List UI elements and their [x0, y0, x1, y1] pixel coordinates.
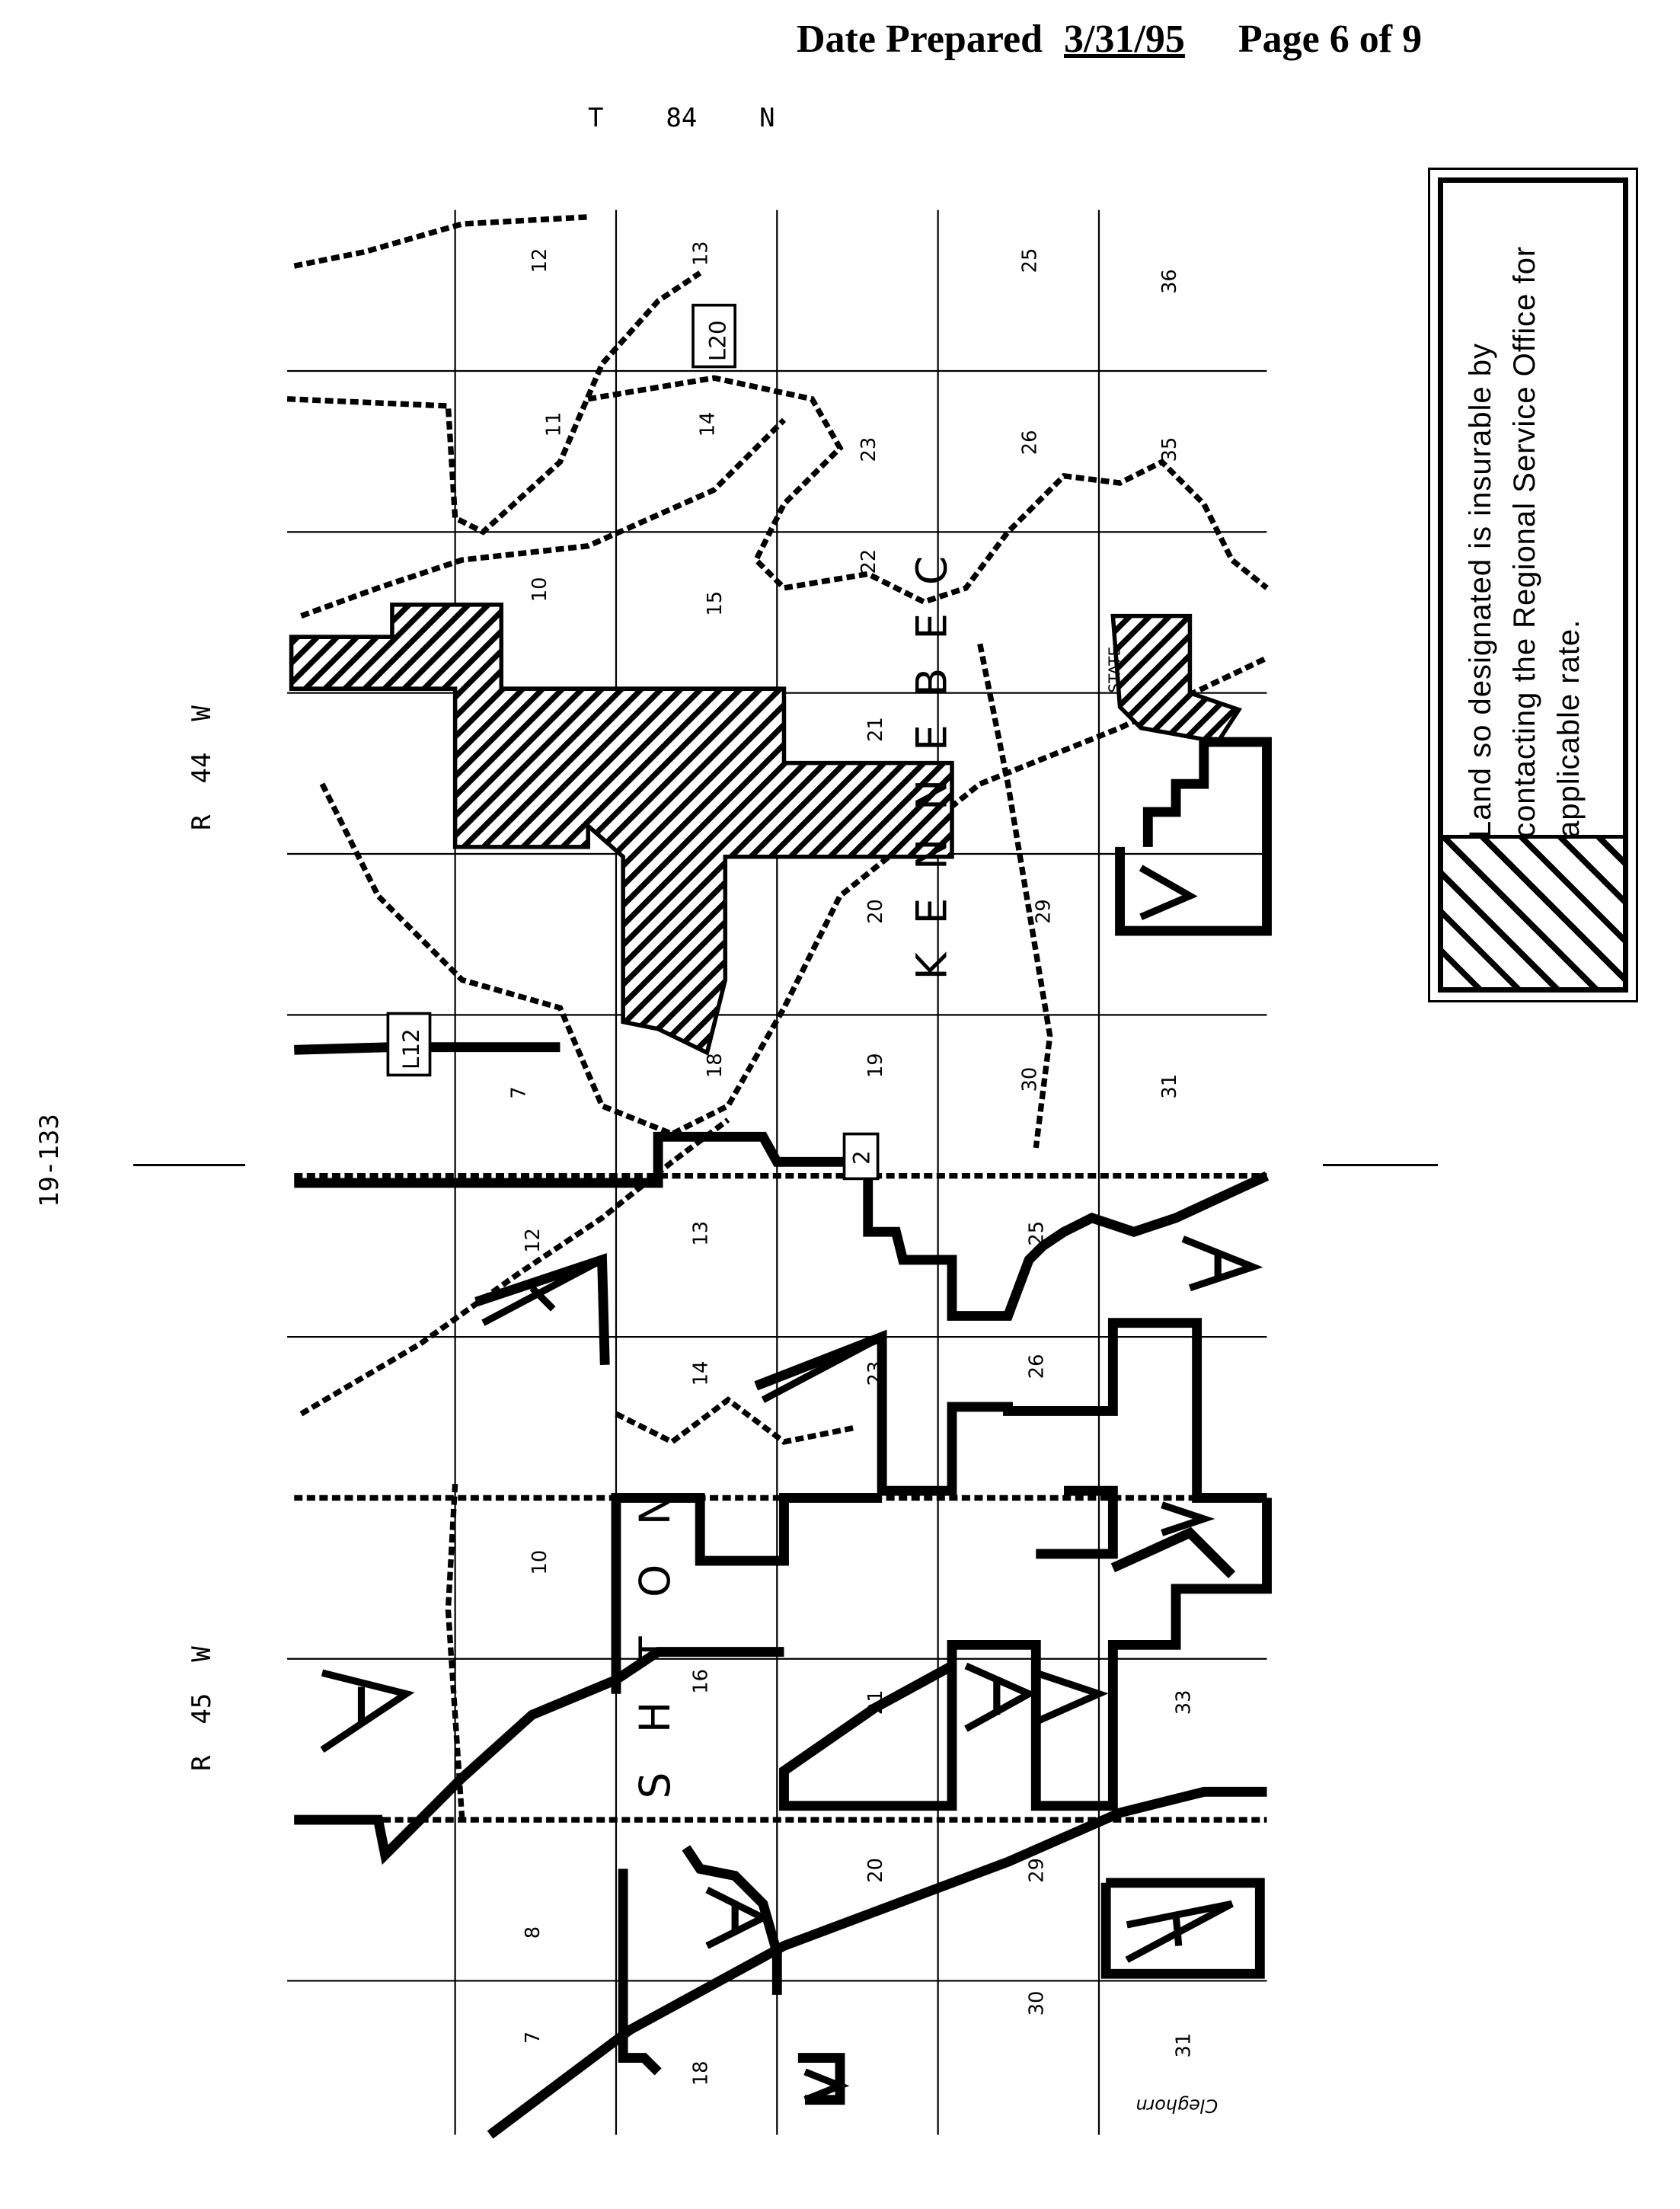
section-number: 13	[689, 1221, 712, 1246]
section-number: 8	[522, 1926, 545, 1939]
section-number: 35	[1158, 437, 1181, 462]
section-number: 29	[1033, 899, 1056, 924]
section-number: 21	[864, 1690, 887, 1715]
section-number: 7	[508, 1086, 531, 1098]
legend-hatch-swatch	[1443, 835, 1623, 987]
section-number: 20	[864, 1858, 887, 1883]
section-number: 36	[1158, 269, 1181, 294]
section-number: 13	[689, 241, 712, 266]
section-number: 16	[689, 1669, 712, 1694]
section-number: 19	[864, 1053, 887, 1078]
section-number: 23	[858, 437, 880, 462]
section-number: 12	[529, 248, 551, 273]
hatched-insurable-area	[289, 603, 1243, 1056]
place-label-state: STATE	[1106, 647, 1124, 693]
road-label-l12: L12	[398, 1028, 424, 1069]
section-number: 18	[704, 1053, 727, 1078]
zone-a-letters	[320, 865, 1263, 2103]
section-number: 31	[1172, 2033, 1195, 2058]
section-number: 18	[689, 2061, 712, 2086]
section-number: 25	[1025, 1221, 1048, 1246]
township-name-shton: SHTON	[631, 1455, 680, 1799]
page-number: Page 6 of 9	[1238, 18, 1423, 61]
section-numbers: 12 11 10 7 13 14 15 18 23 22 21 20 19 25 26 29 30 36 35 31 1…	[508, 241, 1196, 2086]
section-number: 33	[1172, 1690, 1195, 1715]
township-label: T 84 N	[588, 103, 775, 133]
road-labels: L20 L12 2 STATE Cleghorn	[386, 303, 1218, 2117]
section-number: 14	[689, 1361, 712, 1386]
section-number: 30	[1018, 1067, 1041, 1092]
section-number: 29	[1025, 1858, 1048, 1883]
section-number: 15	[704, 591, 727, 616]
page-header: Date Prepared 3/31/95 Page 6 of 9	[797, 17, 1422, 62]
date-prepared-label: Date Prepared	[797, 18, 1043, 61]
section-number: 10	[529, 577, 551, 603]
place-label-cleghorn: Cleghorn	[1135, 2096, 1218, 2117]
section-number: 11	[542, 412, 565, 437]
township-names: KENNEBEC SHTON	[631, 528, 957, 1799]
section-number: 10	[529, 1550, 551, 1575]
road-label-2: 2	[849, 1150, 875, 1165]
legend-box: Land so designated is insurable by conta…	[1428, 168, 1638, 1002]
section-number: 7	[522, 2032, 545, 2044]
section-number: 23	[864, 1361, 887, 1386]
section-number: 12	[522, 1228, 545, 1253]
section-number: 26	[1018, 430, 1041, 456]
range-divider-tick-right	[1323, 1164, 1438, 1166]
township-name-kennebec: KENNEBEC	[909, 528, 957, 980]
section-number: 22	[858, 549, 880, 574]
section-number: 25	[1018, 248, 1041, 273]
section-number: 26	[1025, 1354, 1048, 1379]
section-number: 31	[1158, 1074, 1181, 1099]
road-label-l20: L20	[704, 320, 730, 361]
roads	[286, 214, 1269, 1823]
section-number: 30	[1025, 1991, 1048, 2016]
section-number: 21	[864, 717, 887, 742]
section-number: 20	[864, 899, 887, 924]
section-number: 14	[697, 412, 720, 437]
date-prepared-value: 3/31/95	[1064, 18, 1185, 61]
range-divider-tick-left	[133, 1164, 245, 1166]
